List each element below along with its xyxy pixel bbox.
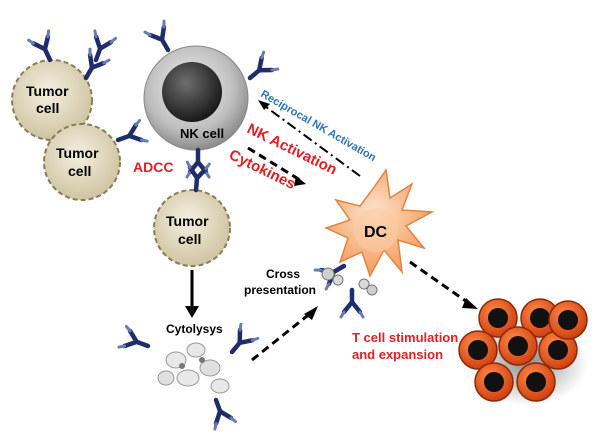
tcell-nucleus	[530, 308, 550, 328]
tumor-cell-label: Tumor cell	[26, 83, 72, 116]
cross-line2: presentation	[244, 283, 316, 297]
tumor-cell-top: Tumor cell	[11, 31, 116, 141]
tcell-nucleus	[484, 372, 504, 392]
tumor-bottom-line1: Tumor	[166, 213, 209, 229]
tumor-middle-line1: Tumor	[56, 145, 99, 161]
tumor-cell-bottom-label: Tumor cell	[166, 213, 212, 247]
tcell-label: T cell stimulation and expansion	[352, 330, 462, 362]
cytolysis-arrowhead	[185, 306, 199, 318]
tumor-cell-middle: Tumor cell	[43, 120, 147, 201]
reciprocal-arrowhead	[258, 100, 270, 110]
tcell-nucleus	[488, 308, 508, 328]
arrows	[185, 100, 478, 362]
cross-line1: Cross	[266, 267, 300, 281]
cytolysis-label: Cytolysys	[166, 322, 223, 336]
dc-antigen-cluster	[315, 256, 378, 317]
tcell-nucleus	[558, 310, 578, 330]
tcell-nucleus	[508, 336, 528, 356]
cytolysis-debris	[119, 324, 258, 429]
tumor-top-line2: cell	[36, 100, 59, 116]
cytokine-arrowhead	[294, 176, 306, 186]
dendritic-cell: DC	[323, 168, 435, 278]
tcell-line1: T cell stimulation	[352, 330, 458, 345]
tumor-bottom-line2: cell	[178, 231, 201, 247]
tcell-line2: and expansion	[352, 347, 443, 362]
nk-cell-label: NK cell	[180, 126, 224, 141]
adcc-label: ADCC	[133, 159, 173, 175]
nk-cell: NK cell	[143, 45, 249, 151]
tcell-cluster	[458, 298, 588, 406]
tcell-nucleus	[548, 340, 568, 360]
cross-presentation-label: Cross presentation	[244, 267, 316, 297]
tumor-middle-line2: cell	[68, 163, 91, 179]
tcell-nucleus	[468, 340, 488, 360]
tcell-arrowhead	[462, 298, 478, 309]
tcell-nucleus	[526, 372, 546, 392]
tumor-top-line1: Tumor	[26, 83, 69, 99]
reciprocal-arrow	[261, 103, 361, 177]
cross-presentation-arrow	[251, 310, 313, 362]
tumor-cell-bottom: Tumor cell	[153, 162, 231, 267]
dc-label: DC	[364, 224, 388, 241]
cytokine-arrow	[247, 146, 301, 182]
cross-presentation-arrowhead	[304, 306, 318, 320]
tumor-cell-middle-label: Tumor cell	[56, 145, 102, 179]
tcell-arrow	[409, 260, 471, 306]
